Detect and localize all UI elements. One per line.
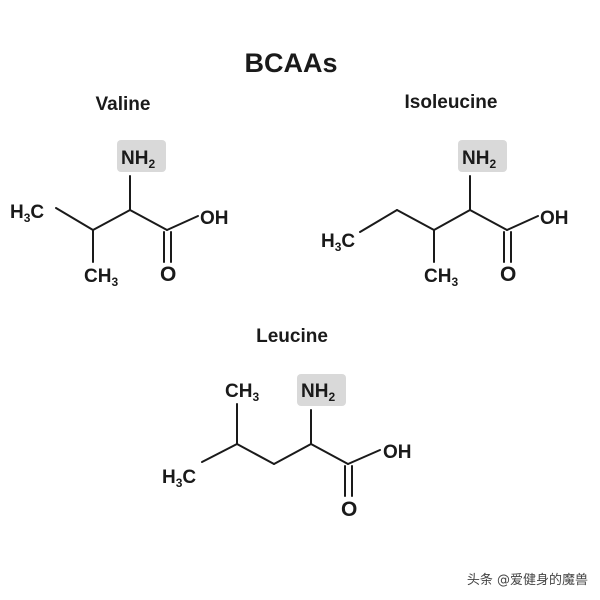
amine-group: NH2 bbox=[301, 381, 335, 404]
bond bbox=[359, 209, 398, 233]
carbonyl-oxygen: O bbox=[341, 498, 357, 521]
bond bbox=[433, 209, 471, 231]
methyl-group-left: H3C bbox=[10, 202, 44, 225]
methyl-group-bottom: CH3 bbox=[84, 266, 118, 289]
bond bbox=[310, 443, 349, 465]
molecule-leucine: Leucine NH2 CH3 H3C OH O bbox=[162, 326, 412, 521]
amine-group: NH2 bbox=[121, 148, 155, 171]
carbonyl-oxygen: O bbox=[160, 263, 176, 286]
amine-highlight bbox=[117, 140, 166, 172]
bond bbox=[469, 209, 508, 231]
hydroxyl-group: OH bbox=[383, 442, 412, 463]
bond bbox=[129, 209, 168, 231]
bond bbox=[273, 443, 312, 465]
page-title: BCAAs bbox=[244, 48, 337, 78]
carbonyl-oxygen: O bbox=[500, 263, 516, 286]
methyl-group-bottom: CH3 bbox=[424, 266, 458, 289]
amine-highlight bbox=[297, 374, 346, 406]
molecule-isoleucine: Isoleucine NH2 H3C CH3 OH O bbox=[321, 92, 569, 289]
bond bbox=[236, 443, 275, 465]
hydroxyl-group: OH bbox=[540, 208, 569, 229]
methyl-group-left: H3C bbox=[162, 467, 196, 490]
amine-group: NH2 bbox=[462, 148, 496, 171]
bond bbox=[55, 207, 94, 231]
bond bbox=[92, 209, 131, 231]
bond bbox=[506, 215, 539, 231]
methyl-group-left: H3C bbox=[321, 231, 355, 254]
molecule-name-leucine: Leucine bbox=[256, 326, 328, 347]
bond bbox=[347, 449, 381, 465]
molecule-valine: Valine NH2 H3C CH3 OH O bbox=[10, 94, 229, 289]
bond bbox=[396, 209, 435, 231]
methyl-group-top: CH3 bbox=[225, 381, 259, 404]
hydroxyl-group: OH bbox=[200, 208, 229, 229]
molecule-name-isoleucine: Isoleucine bbox=[405, 92, 498, 113]
watermark: 头条 @爱健身的魔兽 bbox=[467, 572, 588, 588]
bond bbox=[201, 443, 238, 463]
molecule-name-valine: Valine bbox=[96, 94, 151, 115]
bond bbox=[166, 215, 199, 231]
amine-highlight bbox=[458, 140, 507, 172]
